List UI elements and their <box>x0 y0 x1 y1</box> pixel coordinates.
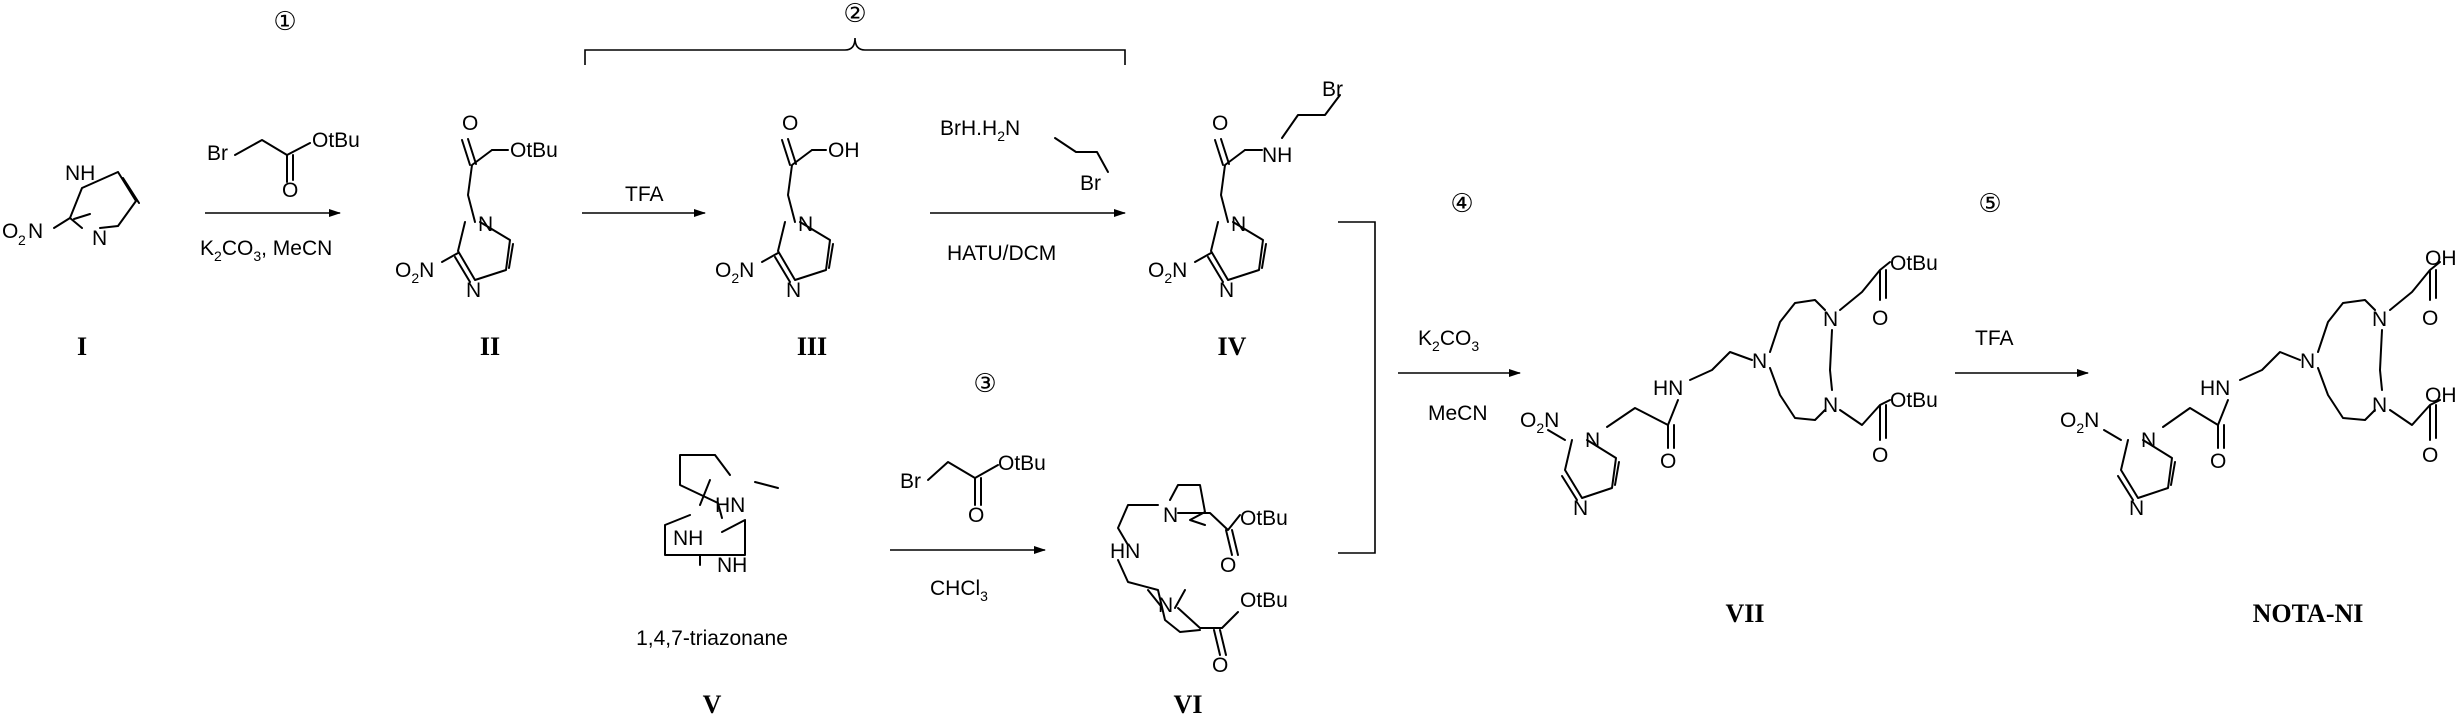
compound-label-VI: VI <box>1174 690 1203 719</box>
ii-o2: O2N <box>395 259 434 286</box>
iii-n1: N <box>798 213 813 236</box>
nota-n-top: N <box>2372 308 2387 331</box>
compound-V-name: 1,4,7-triazonane <box>636 627 788 650</box>
compound-label-VII: VII <box>1725 599 1764 628</box>
compound-IV-structure: O NH Br N N O2N <box>1148 78 1343 302</box>
nota-o2n: O2N <box>2060 409 2099 436</box>
iii-o2: O2N <box>715 259 754 286</box>
compound-label-IV: IV <box>1218 332 1247 361</box>
vii-o-bottom: O <box>1872 444 1888 467</box>
step-number-3: ③ <box>973 369 996 399</box>
nota-nh: HN <box>2200 377 2230 400</box>
reagent-o: O <box>282 179 298 202</box>
vi-otbu-bottom: OtBu <box>1240 589 1288 612</box>
vii-im-n3: N <box>1573 497 1588 520</box>
vii-otbu-bottom: OtBu <box>1890 389 1938 412</box>
iv-n3: N <box>1219 279 1234 302</box>
iii-oh: OH <box>828 139 860 162</box>
compound-VII-structure: O2N N N O HN N N N OtBu O OtBu O <box>1520 252 1938 520</box>
step1-conditions: K2CO3, MeCN <box>200 237 332 264</box>
atom-nh: NH <box>65 162 95 185</box>
vi-otbu-top: OtBu <box>1240 507 1288 530</box>
iii-n3: N <box>786 279 801 302</box>
vii-o-top: O <box>1872 307 1888 330</box>
vii-amide-o: O <box>1660 450 1676 473</box>
vii-n-top: N <box>1823 308 1838 331</box>
nota-im-n3: N <box>2129 497 2144 520</box>
ii-o: O <box>462 112 478 135</box>
step2a-conditions: TFA <box>625 183 664 206</box>
step3-br: Br <box>900 470 921 493</box>
iv-br: Br <box>1322 78 1343 101</box>
step2b-br: Br <box>1080 172 1101 195</box>
compound-I-structure: NH N O 2 N <box>2 162 140 250</box>
atom-n-nitro: N <box>28 220 43 243</box>
step3-conditions: CHCl3 <box>930 577 988 604</box>
step4-merge-bracket <box>1338 221 1376 554</box>
atom-n: N <box>92 227 107 250</box>
step2b-reagent-structure: BrH.H2N Br <box>940 117 1109 195</box>
vii-o2n: O2N <box>1520 409 1559 436</box>
step-number-4: ④ <box>1450 189 1473 219</box>
vii-n-bottom: N <box>1823 394 1838 417</box>
step-number-2: ② <box>843 0 866 29</box>
iv-o2: O2N <box>1148 259 1187 286</box>
nota-oh-bottom: OH <box>2425 384 2457 407</box>
vii-nh: HN <box>1653 377 1683 400</box>
compound-label-I: I <box>77 332 87 361</box>
step5-conditions: TFA <box>1975 327 2014 350</box>
reagent-br: Br <box>207 142 228 165</box>
step-number-1: ① <box>273 7 296 37</box>
vi-n-top: N <box>1163 504 1178 527</box>
nota-im-n1: N <box>2141 429 2156 452</box>
v-hn-top: HN <box>715 494 745 517</box>
step3-otbu: OtBu <box>998 452 1046 475</box>
vi-n-bottom: N <box>1158 594 1173 617</box>
compound-V-structure: HN NH NH <box>664 454 779 577</box>
atom-o-sub: 2 <box>18 232 26 248</box>
iv-o: O <box>1212 112 1228 135</box>
vii-n-center: N <box>1752 350 1767 373</box>
v-nh-right: NH <box>717 554 747 577</box>
nota-n-bottom: N <box>2372 394 2387 417</box>
nota-o-top: O <box>2422 307 2438 330</box>
compound-label-III: III <box>797 332 827 361</box>
nota-n-center: N <box>2300 350 2315 373</box>
step2b-salt: BrH.H2N <box>940 117 1020 144</box>
nota-o-bottom: O <box>2422 444 2438 467</box>
step1-reagent-structure: Br OtBu O <box>207 129 360 202</box>
compound-label-NOTA-NI: NOTA-NI <box>2253 599 2364 628</box>
step3-reagent-structure: Br OtBu O <box>900 452 1046 527</box>
compound-VI-structure: N HN N OtBu O OtBu O <box>1110 484 1288 677</box>
iii-o: O <box>782 112 798 135</box>
ii-n3: N <box>466 279 481 302</box>
vii-im-n1: N <box>1585 429 1600 452</box>
step-number-5: ⑤ <box>1978 189 2001 219</box>
ii-n1: N <box>478 213 493 236</box>
step4-solvent: MeCN <box>1428 402 1488 425</box>
step4-base: K2CO3 <box>1418 327 1479 354</box>
compound-III-structure: O OH N N O2N <box>715 112 860 302</box>
step3-o: O <box>968 504 984 527</box>
vii-otbu-top: OtBu <box>1890 252 1938 275</box>
iv-nh: NH <box>1262 144 1292 167</box>
nota-oh-top: OH <box>2425 247 2457 270</box>
step2b-conditions: HATU/DCM <box>947 242 1056 265</box>
iv-n1: N <box>1231 213 1246 236</box>
vi-hn: HN <box>1110 540 1140 563</box>
nota-amide-o: O <box>2210 450 2226 473</box>
atom-o: O <box>2 220 18 243</box>
ii-otbu: OtBu <box>510 139 558 162</box>
compound-NOTA-NI-structure: O2N N N O HN N N N OH O OH O <box>2060 247 2457 520</box>
compound-label-II: II <box>480 332 500 361</box>
compound-II-structure: O OtBu N N O2N <box>395 112 558 302</box>
compound-label-V: V <box>703 690 722 719</box>
vi-o-top: O <box>1220 554 1236 577</box>
reagent-otbu: OtBu <box>312 129 360 152</box>
v-nh-left: NH <box>673 527 703 550</box>
vi-o-bottom: O <box>1212 654 1228 677</box>
step2-bracket <box>584 37 1126 65</box>
